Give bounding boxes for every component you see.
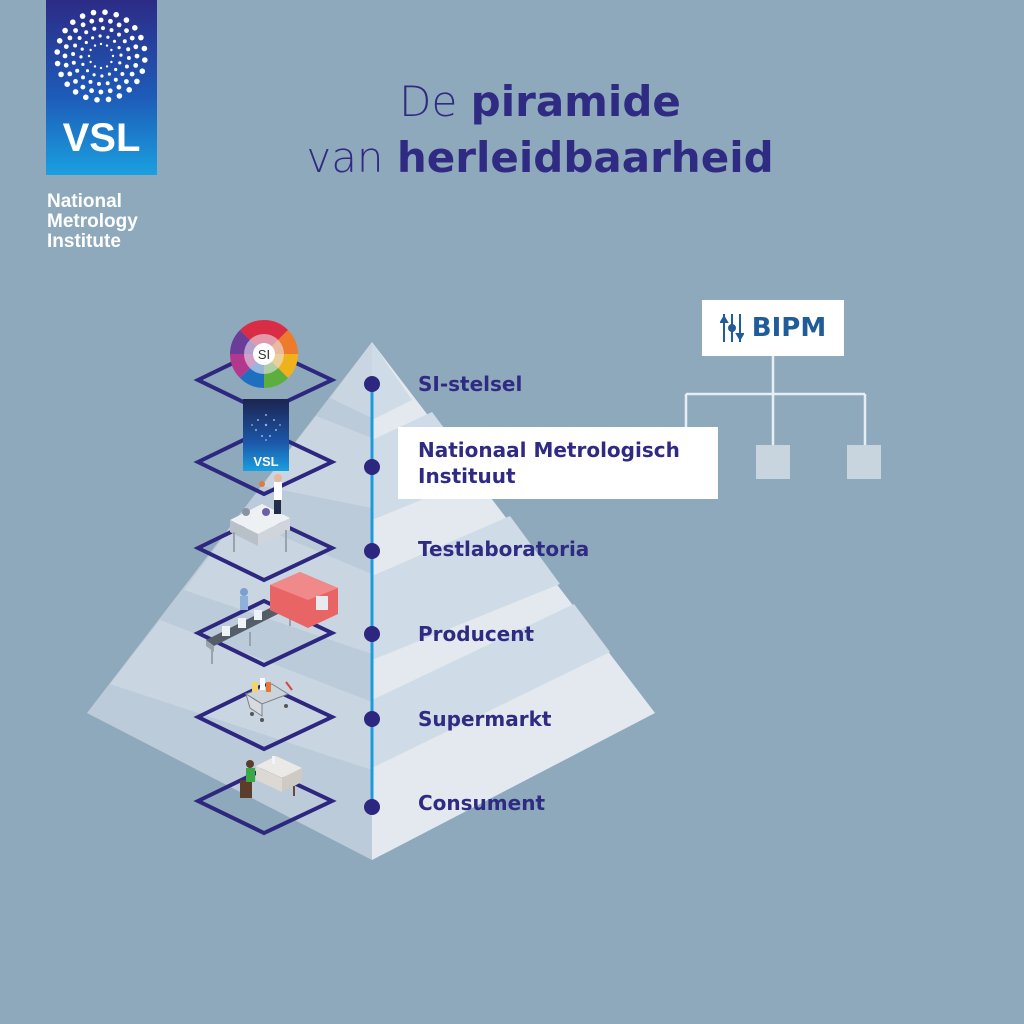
level-label-nmi-line2: Instituut xyxy=(418,464,516,488)
starburst-dots-icon xyxy=(54,9,148,103)
laboratory-scientist-icon xyxy=(230,474,290,552)
title-bold: piramide xyxy=(470,77,681,126)
diamond-outline xyxy=(193,427,337,497)
diamond-outline xyxy=(193,766,337,836)
svg-text:VSL: VSL xyxy=(253,454,278,469)
logo-subtitle-line: National xyxy=(47,191,122,212)
conveyor-production-icon xyxy=(206,572,338,664)
pyramid-right-face xyxy=(372,342,655,860)
level-label-supermarkt: Supermarkt xyxy=(418,707,552,731)
logo-subtitle-line: Metrology xyxy=(47,211,138,232)
level-label-consument: Consument xyxy=(418,791,546,815)
level-label-producent: Producent xyxy=(418,622,535,646)
timeline-dot xyxy=(364,626,380,642)
svg-text:SI: SI xyxy=(258,347,270,362)
logo-subtitle: National Metrology Institute xyxy=(47,192,138,252)
si-units-wheel-icon: SI xyxy=(230,320,298,388)
page-title: De piramide van herleidbaarheid xyxy=(230,74,850,186)
logo-subtitle-line: Institute xyxy=(47,231,121,252)
timeline-dot xyxy=(364,711,380,727)
timeline-dot xyxy=(364,459,380,475)
org-chart-lines xyxy=(684,356,867,446)
org-chart-member-box xyxy=(756,445,790,479)
timeline-dots xyxy=(364,376,380,815)
bipm-box: BIPM xyxy=(702,300,844,356)
bipm-sliders-icon xyxy=(719,314,744,342)
shopping-cart-icon xyxy=(244,678,293,722)
title-bold: herleidbaarheid xyxy=(396,133,774,182)
title-light: van xyxy=(306,133,397,182)
timeline-dot xyxy=(364,376,380,392)
title-light: De xyxy=(399,77,471,126)
diamond-outline xyxy=(193,598,337,668)
level-label-testlaboratoria: Testlaboratoria xyxy=(418,537,590,561)
level-box-nationaal-metrologisch-instituut: Nationaal Metrologisch Instituut xyxy=(398,427,718,499)
consumer-dining-icon xyxy=(240,756,302,798)
level-label-nmi-line1: Nationaal Metrologisch xyxy=(418,438,680,462)
timeline-dot xyxy=(364,799,380,815)
vsl-logo: VSL xyxy=(46,0,157,175)
level-label-si-stelsel: SI-stelsel xyxy=(418,372,523,396)
diamond-outline xyxy=(193,682,337,752)
org-chart-member-box xyxy=(847,445,881,479)
timeline-dot xyxy=(364,543,380,559)
vsl-logo-icon: VSL xyxy=(243,399,289,471)
logo-brand: VSL xyxy=(62,116,141,160)
bipm-label: BIPM xyxy=(751,313,827,343)
